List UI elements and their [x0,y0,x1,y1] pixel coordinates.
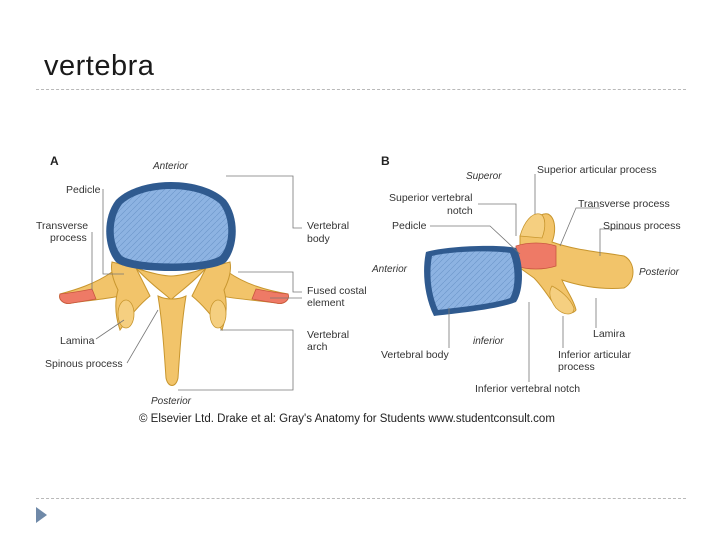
panel-b-superior-label: Superor [466,171,502,182]
panel-b-letter: B [381,154,390,168]
label-lamina-a: Lamina [60,335,95,347]
label-spinous-b: Spinous process [603,220,681,232]
label-costal-a-2: element [307,297,344,309]
label-body-a-2: body [307,233,331,245]
right-articular-facet [209,299,227,329]
label-inf-articular-b-1: Inferior articular [558,349,631,361]
footer-divider [36,498,686,499]
panel-b-posterior-label: Posterior [639,267,680,278]
label-spinous-a: Spinous process [45,358,123,370]
label-sup-articular-b: Superior articular process [537,164,657,176]
pedicle-lateral [515,242,557,270]
label-transverse-b: Transverse process [578,198,670,210]
leader-lamina-a [95,319,125,340]
slide-title: vertebra [44,50,155,82]
title-divider [36,89,686,90]
left-costal-element [59,288,97,304]
panel-a-vertebra-drawing [59,182,289,386]
label-inf-articular-b-2: process [558,361,595,373]
inferior-articular-process [549,285,575,315]
label-transverse-a-1: Transverse [36,220,88,232]
next-slide-arrow-icon[interactable] [36,507,47,523]
label-sup-notch-b-1: Superior vertebral [389,192,472,204]
label-transverse-a-2: process [50,232,87,244]
leader-spinous-b [599,228,630,256]
spinous-process [157,295,187,386]
figure-credit: © Elsevier Ltd. Drake et al: Gray's Anat… [139,413,555,425]
superior-articular-process [519,213,546,239]
panel-a-letter: A [50,154,59,168]
leader-body-a [226,175,302,229]
panel-a-posterior-label: Posterior [151,396,192,407]
right-costal-element [251,288,289,304]
label-arch-a-1: Vertebral [307,329,349,341]
label-lamina-b: Lamira [593,328,625,340]
label-body-a-1: Vertebral [307,220,349,232]
label-body-b: Vertebral body [381,349,449,361]
label-costal-a-1: Fused costal [307,285,367,297]
label-inf-notch-b: Inferior vertebral notch [475,383,580,395]
leader-arch-a [178,329,294,391]
leader-spinous-a [126,309,159,364]
panel-a-anterior-label: Anterior [152,161,189,172]
leader-pedicle-b [430,225,521,255]
vertebral-body-lateral-surface [430,251,515,310]
label-pedicle-a: Pedicle [66,184,101,196]
panel-b-vertebra-drawing [424,213,634,316]
leader-costal-a [238,271,302,293]
leader-sup-notch-b [478,203,517,236]
vertebral-body-cancellous [113,189,229,264]
leader-pedicle-a [102,189,124,275]
leader-transverse-b [559,207,600,247]
label-sup-notch-b-2: notch [447,205,473,217]
panel-b-inferior-label: inferior [473,336,504,347]
label-arch-a-2: arch [307,341,328,353]
left-articular-facet [117,299,135,329]
label-pedicle-b: Pedicle [392,220,427,232]
panel-b-anterior-label: Anterior [371,264,408,275]
